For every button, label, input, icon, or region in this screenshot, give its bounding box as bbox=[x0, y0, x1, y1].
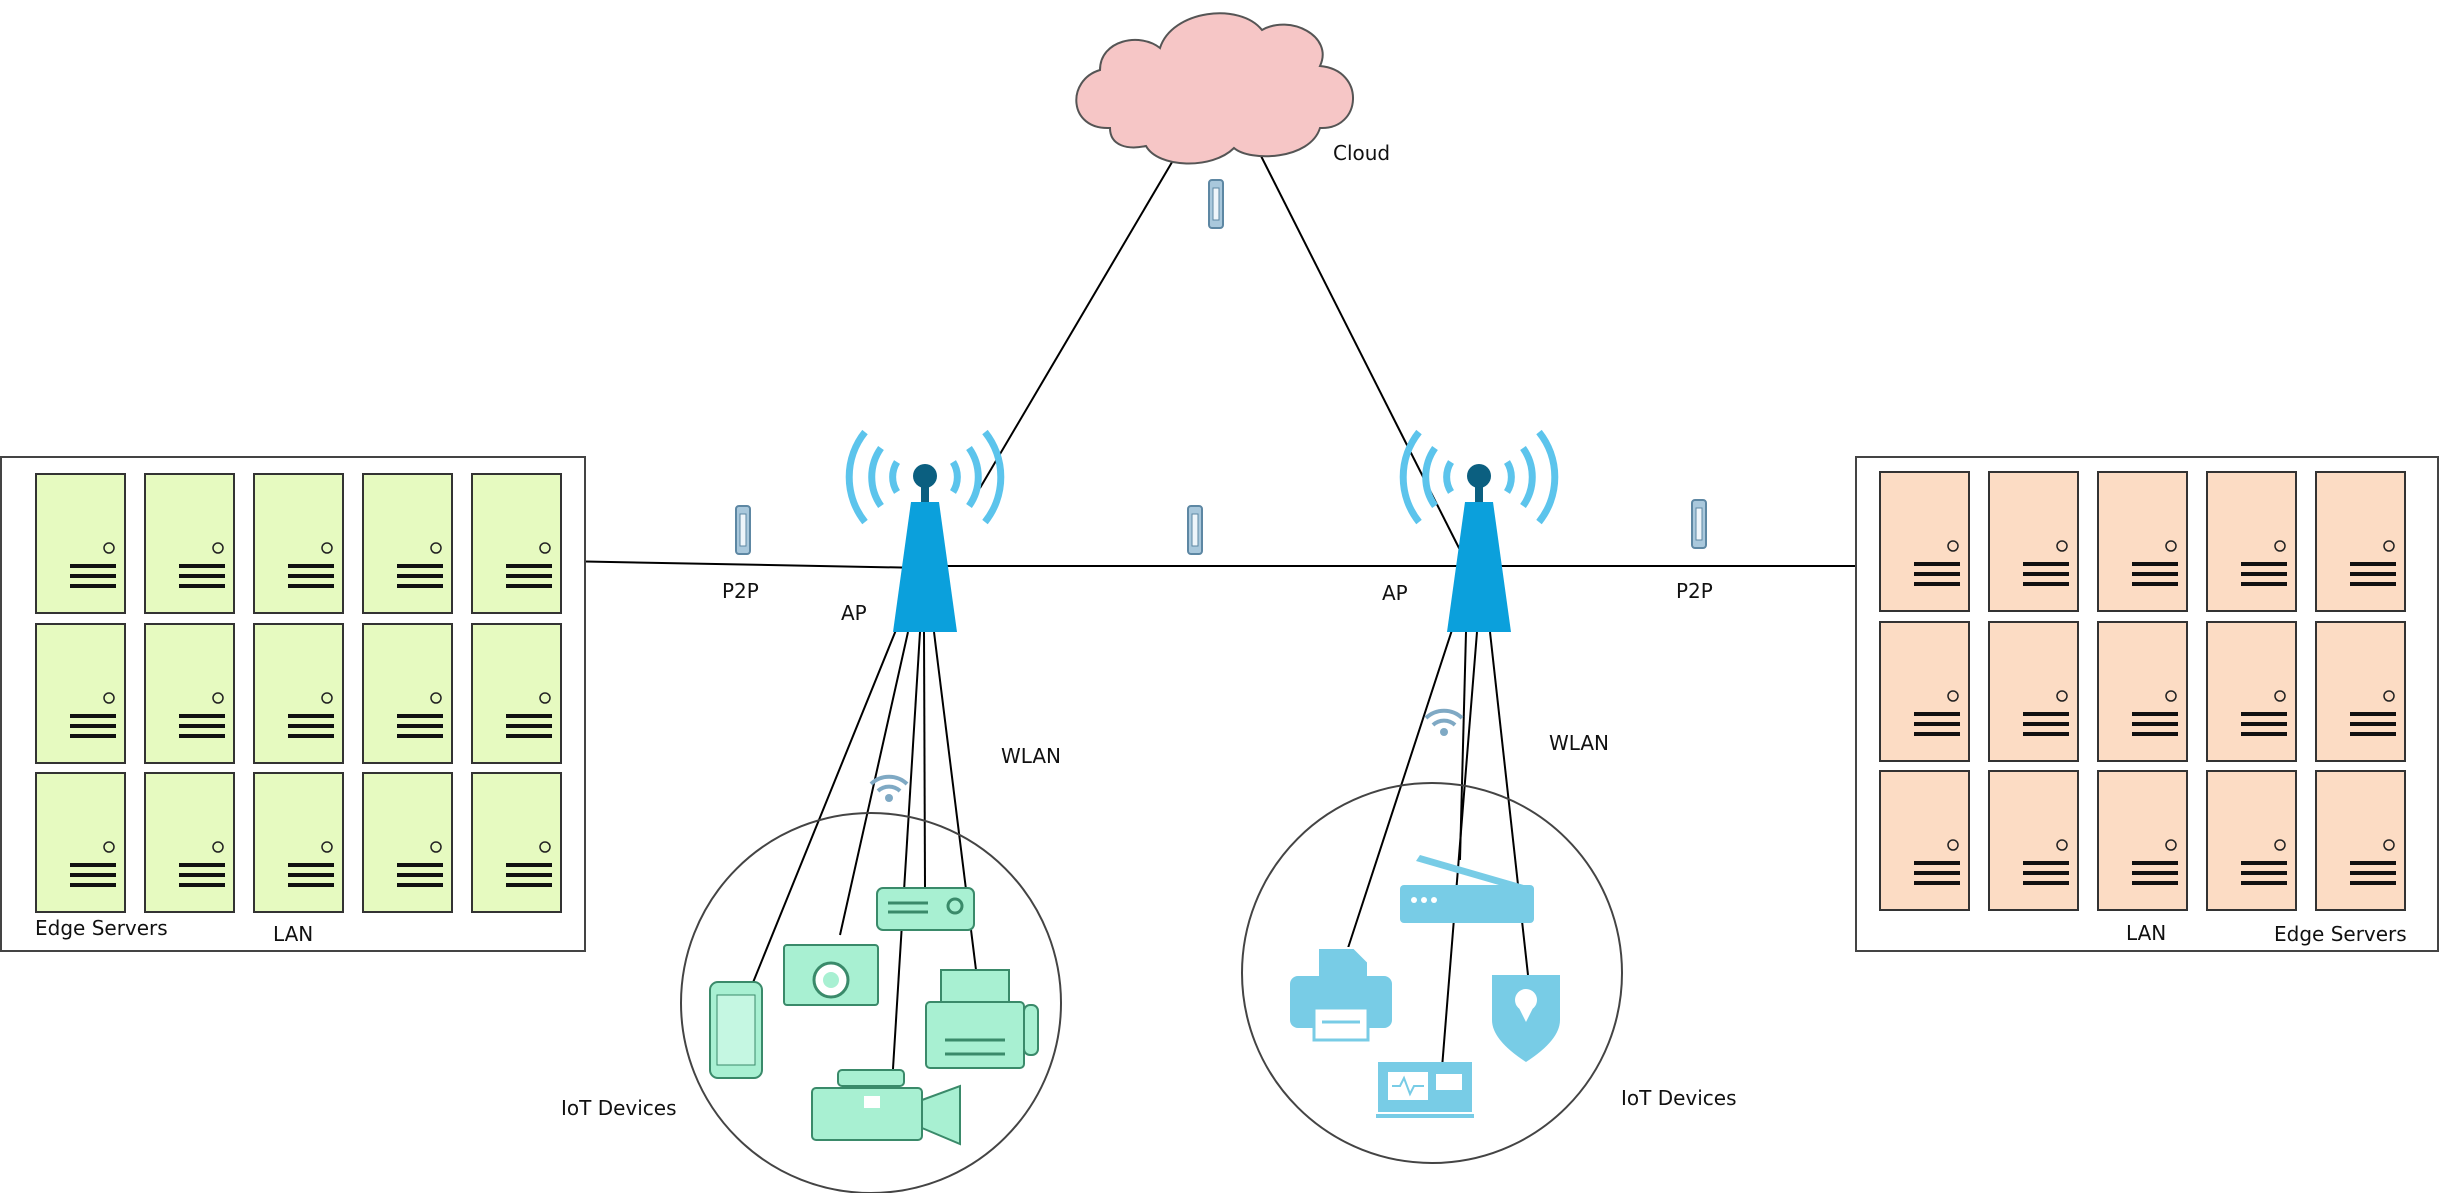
right-server-icon bbox=[2097, 621, 2188, 762]
cloud-icon bbox=[1075, 12, 1354, 165]
lan-label-left: LAN bbox=[273, 922, 313, 946]
monitor-icon bbox=[1376, 1062, 1474, 1118]
link-marker-top bbox=[1208, 179, 1224, 229]
left-server-icon bbox=[471, 473, 562, 614]
location-pin-icon bbox=[1492, 975, 1560, 1062]
iot-devices-label-right: IoT Devices bbox=[1621, 1086, 1737, 1110]
left-server-icon bbox=[362, 623, 453, 764]
wifi-icon-right bbox=[1424, 708, 1464, 738]
access-point-right-icon bbox=[1403, 432, 1555, 632]
link-marker-left bbox=[735, 505, 751, 555]
printer-icon bbox=[1290, 947, 1392, 1042]
ap-label-right: AP bbox=[1382, 581, 1408, 605]
left-server-icon bbox=[144, 772, 235, 913]
left-server-icon bbox=[253, 623, 344, 764]
link-marker-right bbox=[1691, 499, 1707, 549]
edge-servers-label-left: Edge Servers bbox=[35, 916, 168, 940]
iot-boundary-right bbox=[1241, 782, 1623, 1164]
right-server-icon bbox=[2097, 471, 2188, 612]
connection-lines bbox=[559, 149, 1880, 1086]
p2p-label-left: P2P bbox=[722, 579, 759, 603]
right-server-icon bbox=[1879, 770, 1970, 911]
left-server-icon bbox=[253, 772, 344, 913]
left-server-icon bbox=[471, 623, 562, 764]
wifi-icon-left bbox=[869, 774, 909, 804]
left-edge-server-rack bbox=[0, 456, 586, 952]
lan-label-right: LAN bbox=[2126, 921, 2166, 945]
cloud-label: Cloud bbox=[1333, 141, 1390, 165]
left-server-icon bbox=[362, 473, 453, 614]
video-camera-icon bbox=[811, 1069, 961, 1146]
right-server-icon bbox=[1988, 621, 2079, 762]
wlan-label-right: WLAN bbox=[1549, 731, 1609, 755]
p2p-label-right: P2P bbox=[1676, 579, 1713, 603]
right-server-icon bbox=[2315, 621, 2406, 762]
left-server-icon bbox=[362, 772, 453, 913]
left-server-icon bbox=[253, 473, 344, 614]
right-server-icon bbox=[1879, 471, 1970, 612]
left-server-icon bbox=[35, 772, 126, 913]
right-server-icon bbox=[2206, 471, 2297, 612]
router-icon bbox=[876, 887, 975, 931]
left-server-icon bbox=[471, 772, 562, 913]
camera-icon bbox=[783, 944, 879, 1006]
access-point-left-icon bbox=[849, 432, 1001, 632]
scanner-icon bbox=[1400, 855, 1534, 923]
left-server-icon bbox=[144, 473, 235, 614]
fax-machine-icon bbox=[925, 969, 1039, 1069]
right-server-icon bbox=[1988, 770, 2079, 911]
wlan-label-left: WLAN bbox=[1001, 744, 1061, 768]
right-server-icon bbox=[2206, 770, 2297, 911]
iot-devices-label-left: IoT Devices bbox=[561, 1096, 677, 1120]
edge-servers-label-right: Edge Servers bbox=[2274, 922, 2407, 946]
iot-boundary-left bbox=[680, 812, 1062, 1193]
right-server-icon bbox=[2315, 471, 2406, 612]
left-server-icon bbox=[35, 623, 126, 764]
ap-label-left: AP bbox=[841, 601, 867, 625]
right-server-icon bbox=[2097, 770, 2188, 911]
left-server-icon bbox=[35, 473, 126, 614]
right-edge-server-rack bbox=[1855, 456, 2439, 952]
link-marker-center bbox=[1187, 505, 1203, 555]
smartphone-icon bbox=[709, 981, 763, 1079]
right-server-icon bbox=[1988, 471, 2079, 612]
right-server-icon bbox=[2315, 770, 2406, 911]
right-server-icon bbox=[2206, 621, 2297, 762]
right-server-icon bbox=[1879, 621, 1970, 762]
left-server-icon bbox=[144, 623, 235, 764]
